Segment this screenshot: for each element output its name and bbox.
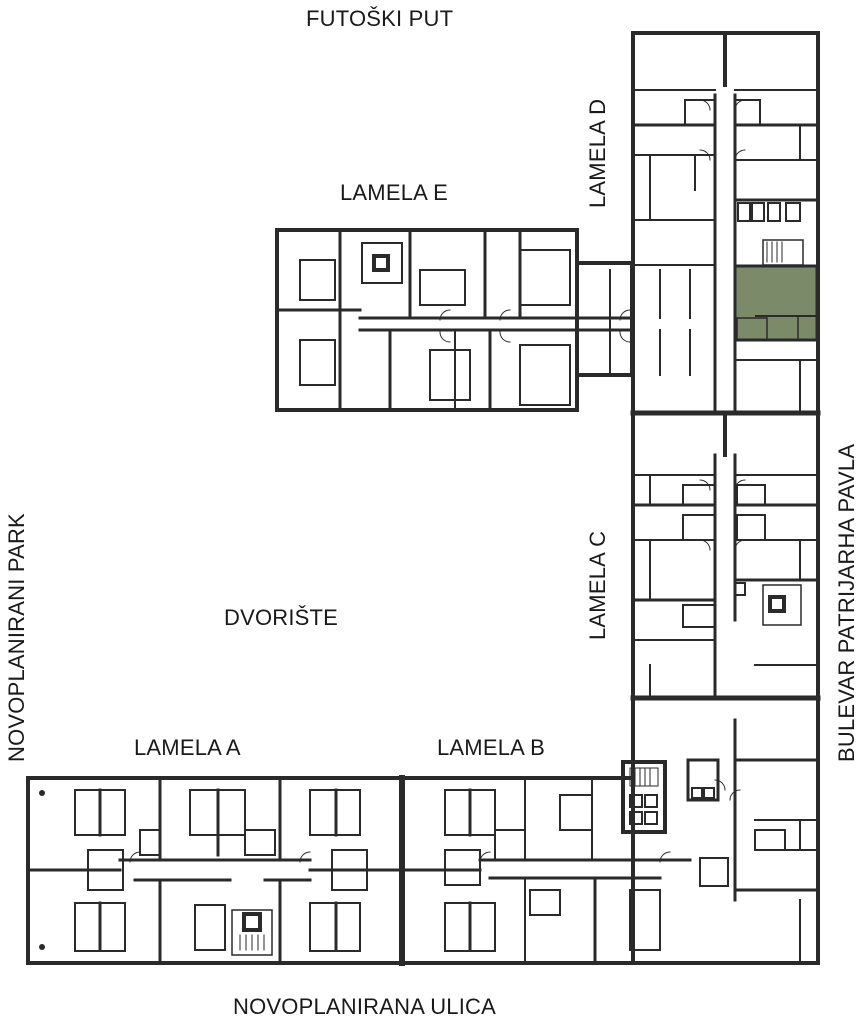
lamela-c-outline	[630, 411, 821, 701]
lamela-a-label: LAMELA A	[134, 735, 241, 760]
door-swings	[129, 99, 746, 863]
street-label-west: NOVOPLANIRANI PARK	[4, 513, 29, 762]
lamela-b-outline	[400, 776, 692, 965]
lamela-e-label: LAMELA E	[340, 180, 448, 205]
lamela-d-label: LAMELA D	[585, 98, 610, 208]
lamela-a-outline	[26, 776, 404, 965]
lamela-e-outline	[275, 228, 691, 412]
lamela-b-label: LAMELA B	[437, 735, 545, 760]
lamela-c-label: LAMELA C	[585, 530, 610, 640]
courtyard-label: DVORIŠTE	[224, 605, 339, 630]
street-label-south: NOVOPLANIRANA ULICA	[233, 994, 496, 1019]
corner-block-outline	[621, 696, 820, 965]
street-label-north: FUTOŠKI PUT	[306, 6, 454, 31]
highlighted-apartment[interactable]	[733, 264, 819, 342]
street-label-east: BULEVAR PATRIJARHA PAVLA	[834, 443, 859, 762]
